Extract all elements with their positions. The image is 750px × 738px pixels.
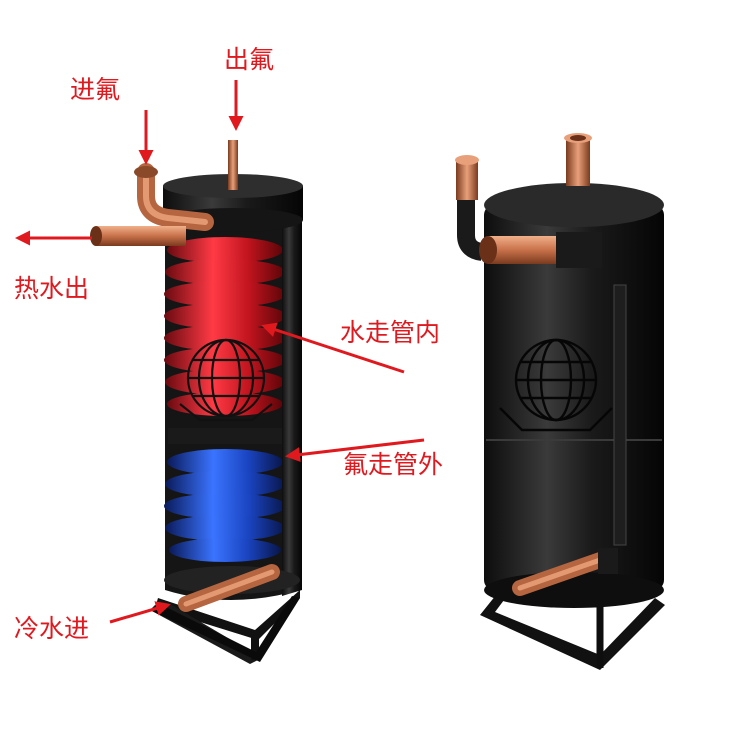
globe-emblem-icon-2	[499, 338, 613, 432]
closed-stand	[480, 590, 665, 670]
cutaway-tank	[90, 140, 303, 664]
globe-emblem-icon	[179, 338, 273, 422]
closed-front-pipe	[479, 232, 602, 268]
label-water-inside-tube: 水走管内	[340, 318, 441, 347]
hot-water-out-pipe	[90, 226, 186, 246]
closed-bottom-pipe	[512, 548, 618, 596]
fluorine-out-pipe	[228, 140, 238, 190]
closed-top-pipe	[564, 133, 592, 186]
cutaway-divider	[168, 428, 298, 444]
fluorine-in-pipe	[134, 163, 214, 231]
label-cold-water-in: 冷水进	[14, 614, 90, 643]
cold-water-coil	[164, 449, 286, 562]
closed-top	[484, 183, 664, 227]
label-fluorine-out: 出氟	[224, 45, 275, 74]
closed-tank	[455, 133, 665, 670]
arrow-fluorine-outside	[285, 438, 425, 463]
cold-water-in-pipe	[178, 564, 280, 612]
closed-side-pipe	[613, 284, 627, 546]
arrow-cold-water-in	[109, 601, 171, 624]
closed-left-pipe	[455, 155, 484, 261]
label-hot-water-out: 热水出	[14, 274, 90, 303]
label-fluorine-outside-tube: 氟走管外	[343, 450, 444, 479]
cutaway-front-shell	[282, 196, 302, 596]
annotation-arrows	[14, 80, 425, 624]
label-fluorine-in: 进氟	[70, 75, 121, 104]
arrow-water-inside	[261, 322, 405, 374]
cutaway-stand	[150, 590, 300, 664]
